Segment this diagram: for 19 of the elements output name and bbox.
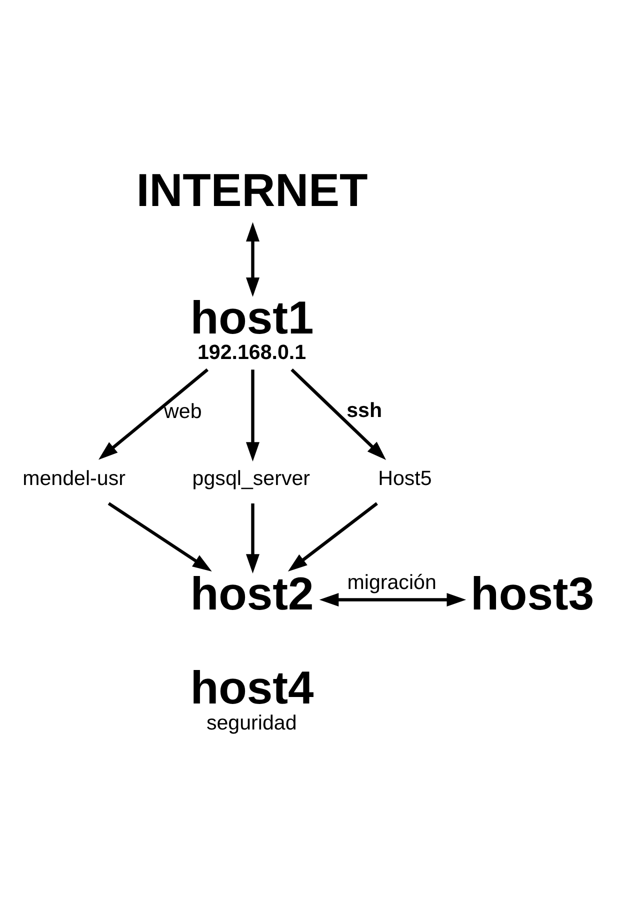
edge-label: migración — [347, 570, 436, 594]
arrow — [98, 368, 209, 460]
node-text: host1 192.168.0.1 — [190, 290, 314, 364]
node-text: host4 seguridad — [190, 661, 314, 734]
node-text: mendel-usr — [22, 466, 126, 490]
arrow — [246, 369, 260, 461]
node-text: INTERNET — [136, 164, 368, 216]
edge-label: web — [164, 400, 202, 423]
arrow — [319, 592, 466, 606]
node-text: host2 — [190, 567, 314, 620]
arrow — [108, 502, 212, 571]
arrow — [246, 222, 260, 296]
arrow — [290, 368, 386, 460]
node-text: pgsql_server — [192, 466, 310, 490]
node-text: Host5 — [378, 466, 432, 490]
edge-label: ssh — [346, 398, 382, 422]
arrow — [288, 502, 378, 572]
arrow — [246, 502, 260, 573]
node-text: host3 — [470, 567, 594, 620]
